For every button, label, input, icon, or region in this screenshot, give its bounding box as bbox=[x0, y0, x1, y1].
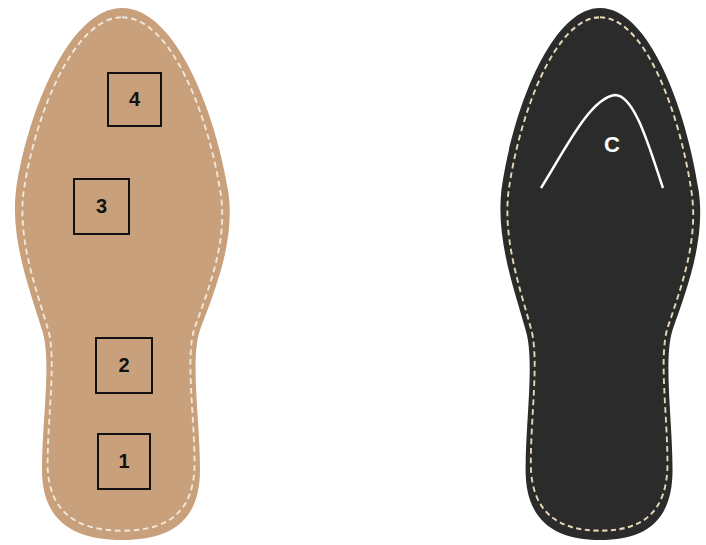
callout-box: 3 bbox=[73, 178, 130, 235]
toe-curve bbox=[541, 95, 663, 188]
callout-box: 1 bbox=[97, 433, 151, 490]
callout-box: 4 bbox=[107, 72, 162, 127]
callout-number: 4 bbox=[129, 88, 140, 111]
callout-number: 3 bbox=[96, 195, 107, 218]
callout-letter: C bbox=[604, 132, 620, 158]
callout-number: 2 bbox=[118, 354, 129, 377]
dark-sole bbox=[500, 8, 700, 540]
callout-number: 1 bbox=[118, 450, 129, 473]
callout-box: 2 bbox=[95, 337, 153, 394]
tan-sole bbox=[15, 8, 230, 540]
